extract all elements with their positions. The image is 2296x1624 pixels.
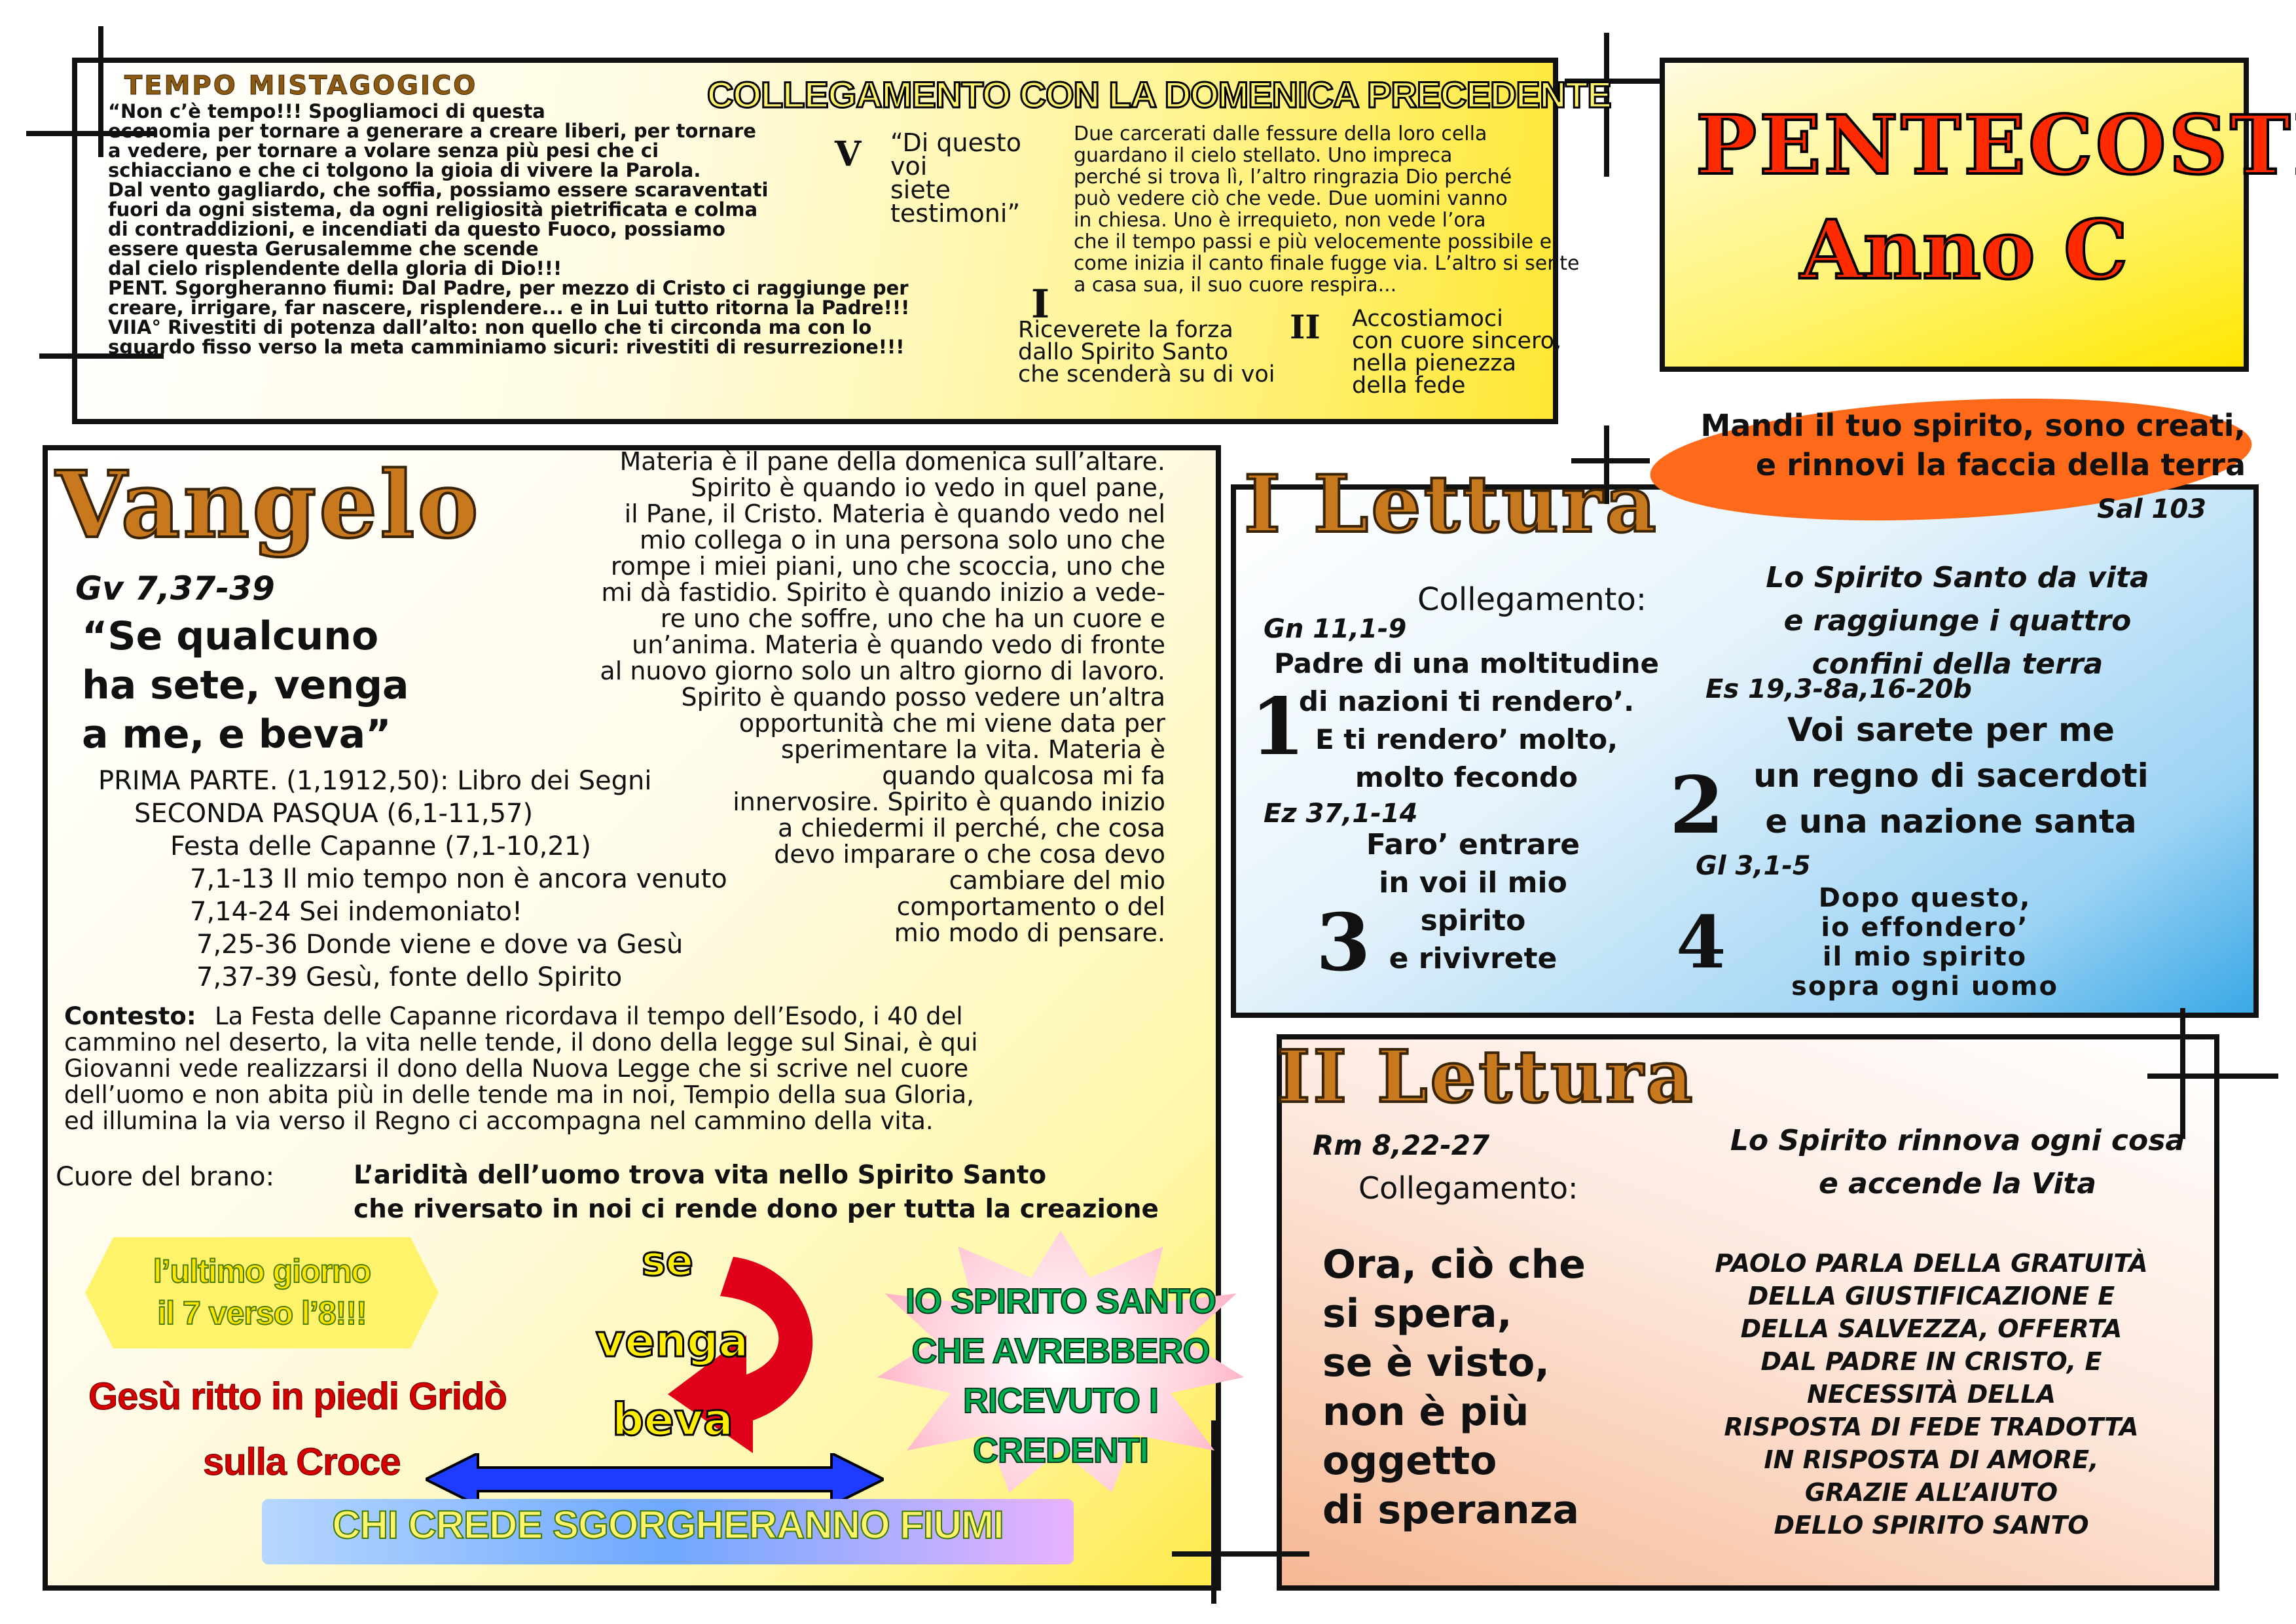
lettura2-title: II Lettura bbox=[1275, 1033, 1696, 1120]
deco-line bbox=[2147, 1074, 2278, 1079]
salmo-text: Mandi il tuo spirito, sono creati, e rin… bbox=[1700, 408, 2246, 482]
structure-line: SECONDA PASQUA (6,1-11,57) bbox=[134, 799, 534, 829]
fiumi-ribbon bbox=[262, 1499, 1074, 1564]
cuore-label: Cuore del brano: bbox=[56, 1162, 275, 1192]
structure-line: PRIMA PARTE. (1,19‌12,50): Libro dei Seg… bbox=[98, 766, 652, 796]
deco-line bbox=[1604, 425, 1609, 504]
lettura2-panel bbox=[1277, 1034, 2219, 1591]
lettura1-ref-4: Gl 3,1-5 bbox=[1696, 851, 1811, 881]
roman-v: V bbox=[835, 134, 862, 174]
lettura1-collegamento: Collegamento: bbox=[1417, 581, 1647, 618]
tempo-text: “Non c’è tempo!!! Spogliamoci di questa … bbox=[108, 100, 910, 358]
salmo-ref: Sal 103 bbox=[2097, 494, 2206, 524]
structure-line: 7,14-24 Sei indemoniato! bbox=[190, 897, 523, 927]
blue-double-arrow bbox=[426, 1453, 884, 1506]
lettura1-text-4: Dopo questo, io effondero’ il mio spirit… bbox=[1791, 883, 2058, 1001]
roman-i: I bbox=[1031, 281, 1050, 327]
deco-line bbox=[1211, 1420, 1216, 1604]
fiumi-text: CHI CREDE SGORGHERANNO FIUMI bbox=[331, 1502, 1004, 1547]
contesto: Contesto: La Festa delle Capanne ricorda… bbox=[64, 1003, 1112, 1134]
deco-line bbox=[1565, 79, 1663, 84]
red-arrow-art bbox=[668, 1257, 813, 1453]
lettura1-num-4: 4 bbox=[1676, 900, 1726, 984]
structure-line: 7,25-36 Donde viene e dove va Gesù bbox=[196, 929, 683, 960]
deco-line bbox=[26, 131, 157, 136]
deco-line bbox=[1571, 458, 1650, 463]
contesto-label: Contesto: bbox=[64, 1002, 196, 1030]
spirito-santo-text: IO SPIRITO SANTO CHE AVREBBERO RICEVUTO … bbox=[905, 1281, 1217, 1471]
vangelo-quote: “Se qualcuno ha sete, venga a me, e beva… bbox=[82, 613, 409, 757]
roman-ii: II bbox=[1290, 308, 1321, 346]
deco-line bbox=[39, 353, 164, 359]
collegamento-title: COLLEGAMENTO CON LA DOMENICA PRECEDENTE bbox=[706, 73, 1613, 117]
lettura2-theme: Lo Spirito rinnova ogni cosa e accende l… bbox=[1730, 1124, 2185, 1200]
top-panel bbox=[72, 58, 1558, 424]
title-pentecoste: PENTECOSTE bbox=[1694, 97, 2296, 194]
deco-line bbox=[98, 26, 103, 157]
lettura1-theme: Lo Spirito Santo da vita e raggiunge i q… bbox=[1766, 561, 2149, 681]
sulla-croce: sulla Croce bbox=[203, 1441, 402, 1484]
quote-ii: Accostiamoci con cuore sincero, nella pi… bbox=[1352, 306, 1562, 399]
vangelo-ref: Gv 7,37-39 bbox=[75, 569, 275, 607]
lettura1-num-2: 2 bbox=[1669, 759, 1724, 852]
lettura1-ref-1: Gn 11,1-9 bbox=[1264, 614, 1407, 644]
vangelo-title: Vangelo bbox=[54, 450, 481, 560]
tempo-title: TEMPO MISTAGOGICO bbox=[124, 71, 478, 101]
lettura1-title: I Lettura bbox=[1243, 457, 1659, 552]
deco-line bbox=[1172, 1551, 1309, 1557]
lettura1-text-1: Padre di una moltitudine di nazioni ti r… bbox=[1273, 647, 1660, 793]
quote-i: Riceverete la forza dallo Spirito Santo … bbox=[1018, 317, 1275, 388]
lettura1-text-2: Voi sarete per me un regno di sacerdoti … bbox=[1753, 711, 2149, 840]
ultimo-giorno: l’ultimo giorno il 7 verso l’8!!! bbox=[153, 1252, 372, 1332]
lettura1-panel bbox=[1231, 484, 2259, 1018]
lettura1-num-1: 1 bbox=[1250, 681, 1305, 773]
cuore-text: L’aridità dell’uomo trova vita nello Spi… bbox=[354, 1161, 1159, 1224]
lettura2-collegamento: Collegamento: bbox=[1358, 1170, 1578, 1206]
gesu-grido: Gesù ritto in piedi Gridò bbox=[88, 1375, 508, 1418]
vangelo-meditation: Materia è il pane della domenica sull’al… bbox=[600, 447, 1165, 947]
lettura1-ref-3: Ez 37,1-14 bbox=[1264, 799, 1418, 829]
lettura2-paolo: PAOLO PARLA DELLA GRATUITÀ DELLA GIUSTIF… bbox=[1715, 1249, 2148, 1540]
story-text: Due carcerati dalle fessure della loro c… bbox=[1074, 122, 1580, 297]
title-panel bbox=[1660, 58, 2249, 372]
word-venga: venga bbox=[594, 1315, 749, 1369]
ultimo-giorno-ribbon bbox=[85, 1237, 439, 1348]
deco-line bbox=[1604, 33, 1609, 177]
lettura1-text-3: Faro’ entrare in voi il mio spirito e ri… bbox=[1366, 828, 1580, 975]
structure-line: Festa delle Capanne (7,1-10,21) bbox=[170, 831, 591, 861]
lettura1-num-3: 3 bbox=[1316, 897, 1371, 989]
lettura1-ref-2: Es 19,3-8a,16-20b bbox=[1705, 674, 1972, 704]
lettura2-quote: Ora, ciò che si spera, se è visto, non è… bbox=[1322, 1242, 1586, 1533]
contesto-text: La Festa delle Capanne ricordava il temp… bbox=[64, 1002, 978, 1135]
structure-line: 7,1-13 Il mio tempo non è ancora venuto bbox=[190, 864, 727, 894]
structure-line: 7,37-39 Gesù, fonte dello Spirito bbox=[196, 962, 623, 992]
quote-v: “Di questo voi siete testimoni” bbox=[890, 128, 1021, 228]
title-anno: Anno C bbox=[1798, 202, 2129, 299]
word-se: se bbox=[641, 1236, 695, 1286]
word-beva: beva bbox=[611, 1394, 734, 1447]
lettura2-ref: Rm 8,22-27 bbox=[1313, 1129, 1490, 1161]
